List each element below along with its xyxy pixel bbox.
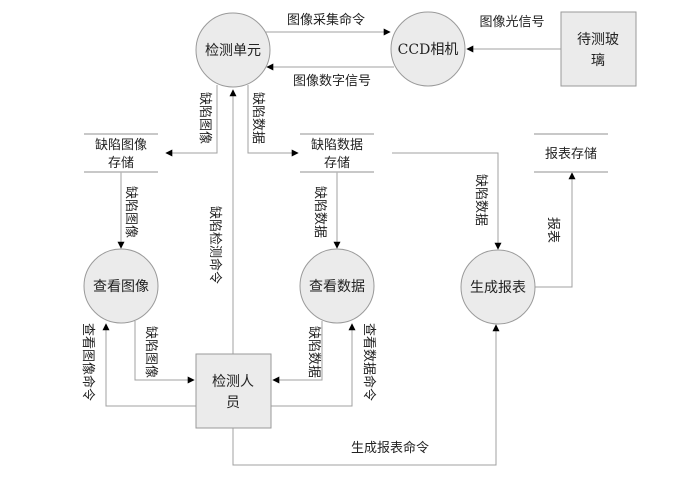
store-defect-image[interactable]: 缺陷图像 存储 [84, 133, 158, 173]
flow-defect-data-to-store [247, 85, 299, 157]
label-image-digital-signal: 图像数字信号 [293, 74, 371, 89]
label-view-image-result: 缺陷图像 [143, 326, 158, 378]
process-ccd-camera[interactable]: CCD相机 [390, 11, 466, 87]
entity-glass-label-line2: 璃 [591, 52, 605, 69]
flow-defect-image-to-store [165, 85, 218, 157]
flow-view-image-result [134, 321, 195, 384]
process-detect-unit[interactable]: 检测单元 [195, 12, 271, 88]
store-defect-image-label-line1: 缺陷图像 [95, 138, 147, 153]
flow-view-data-result [272, 321, 323, 384]
label-generate-report-cmd: 生成报表命令 [351, 440, 429, 456]
label-image-light-signal: 图像光信号 [479, 15, 544, 30]
label-defect-detect-cmd: 缺陷检测命令 [207, 206, 223, 284]
process-view-data[interactable]: 查看数据 [299, 248, 375, 324]
store-defect-data-label-line1: 缺陷数据 [311, 138, 363, 153]
flow-generate-report-cmd [232, 324, 500, 466]
process-generate-report[interactable]: 生成报表 [460, 249, 536, 325]
entity-inspector-label-line2: 员 [226, 395, 240, 411]
label-defect-data-to-store: 缺陷数据 [250, 92, 265, 144]
label-view-data-result: 缺陷数据 [306, 326, 321, 378]
entity-inspector-label-line1: 检测人 [212, 374, 254, 390]
store-report[interactable]: 报表存储 [534, 133, 608, 173]
store-defect-data-label-line2: 存储 [324, 156, 350, 171]
flow-view-data-cmd [271, 323, 356, 407]
label-view-data-cmd: 查看数据命令 [361, 323, 377, 401]
label-defect-data-to-report: 缺陷数据 [473, 174, 488, 226]
label-defect-image-to-store: 缺陷图像 [197, 92, 212, 144]
store-defect-image-label-line2: 存储 [108, 156, 134, 171]
store-defect-data[interactable]: 缺陷数据 存储 [300, 133, 374, 173]
process-view-image[interactable]: 查看图像 [83, 248, 159, 324]
flow-defect-data-to-report [392, 152, 502, 250]
label-defect-data-to-view: 缺陷数据 [312, 186, 327, 238]
process-ccd-camera-label: CCD相机 [398, 42, 459, 58]
entity-inspector[interactable]: 检测人 员 [195, 353, 272, 429]
process-view-image-label: 查看图像 [93, 279, 149, 295]
process-view-data-label: 查看数据 [309, 279, 365, 295]
flow-report-to-store [535, 172, 576, 288]
label-view-image-cmd: 查看图像命令 [80, 323, 96, 401]
store-report-label: 报表存储 [545, 147, 597, 162]
label-image-capture-cmd: 图像采集命令 [287, 12, 365, 28]
label-defect-image-to-view: 缺陷图像 [123, 186, 138, 238]
entity-glass[interactable]: 待测玻 璃 [560, 11, 637, 87]
process-generate-report-label: 生成报表 [470, 280, 526, 296]
process-detect-unit-label: 检测单元 [205, 43, 261, 59]
label-report-to-store: 报表 [545, 217, 560, 243]
flow-view-image-cmd [102, 323, 196, 407]
entity-glass-label-line1: 待测玻 [577, 32, 619, 48]
